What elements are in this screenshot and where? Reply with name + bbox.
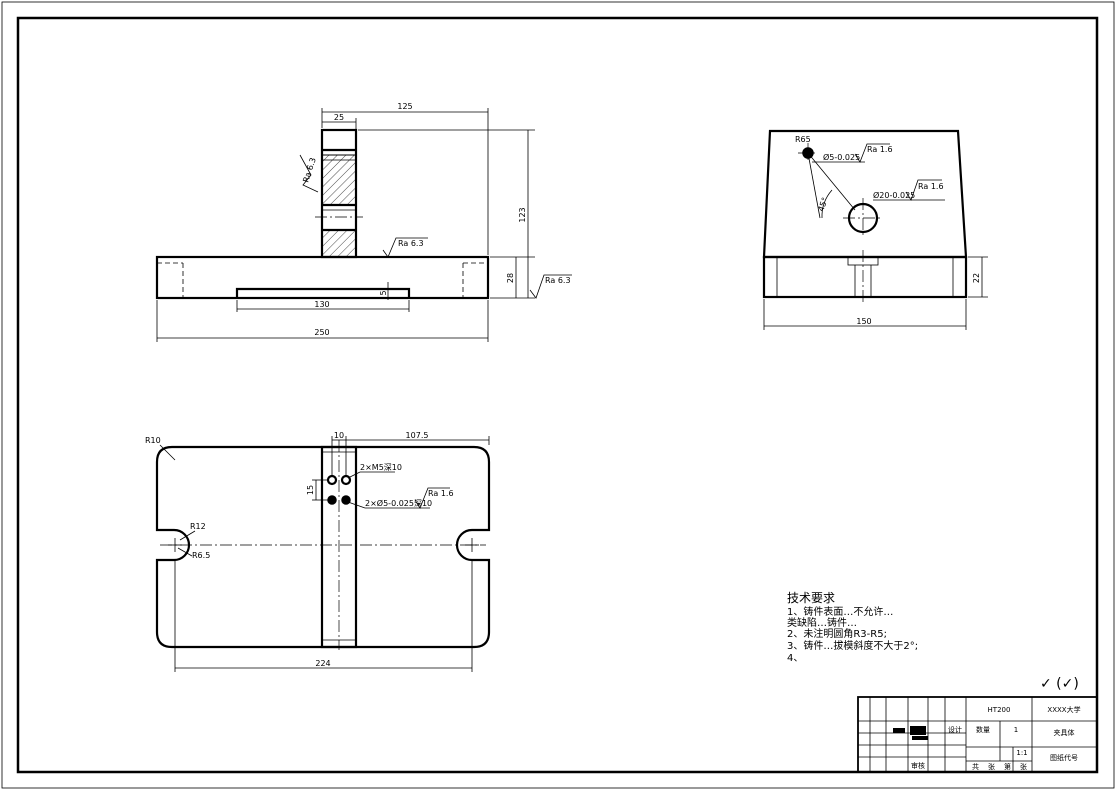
dim-10: 10	[334, 431, 344, 440]
title-block: HT200 XXXX大学 数量 1 夹具体 1:1 图纸代号 设计 审核 共 张…	[857, 696, 1098, 773]
roughness-base-symbol	[382, 237, 428, 258]
tb-part-name: 夹具体	[1054, 728, 1075, 737]
pin-hole-2	[341, 495, 351, 505]
ra-base-label: Ra 6.3	[398, 239, 424, 248]
large-bore-label: Ø20-0.025	[873, 190, 915, 200]
top-view: R10 10 107.5 2×M5深10 15 2×Ø5-0.025深10 Ra…	[145, 431, 491, 672]
dim-107-5: 107.5	[406, 431, 429, 440]
roughness-left-symbol	[299, 154, 319, 193]
section-hatch-upper	[321, 154, 357, 206]
tech-req-line1a: 1、铸件表面…不允许…	[787, 605, 893, 618]
top-plate-outline	[155, 445, 491, 649]
dim-15: 15	[306, 485, 315, 495]
tb-footer-c: 第	[1004, 762, 1011, 771]
tech-req-line2: 2、未注明圆角R3-R5;	[787, 627, 887, 640]
dim-25: 25	[334, 113, 344, 122]
tech-req-line1b: 类缺陷…铸件…	[787, 616, 857, 629]
r65-label: R65	[795, 135, 811, 144]
inner-frame	[16, 16, 1099, 774]
r6-5-label: R6.5	[192, 551, 210, 560]
tb-footer-d: 张	[1020, 762, 1027, 771]
tb-material: HT200	[988, 706, 1011, 714]
tb-qty-value: 1	[1014, 726, 1018, 734]
pin-callout: 2×Ø5-0.025深10	[365, 498, 432, 508]
technical-requirements: 技术要求 1、铸件表面…不允许… 类缺陷…铸件… 2、未注明圆角R3-R5; 3…	[787, 591, 918, 664]
dim-125: 125	[397, 102, 412, 111]
tb-scale: 1:1	[1016, 749, 1027, 757]
dim-130: 130	[314, 300, 329, 309]
tb-qty-label: 数量	[976, 725, 990, 734]
dim-123: 123	[518, 207, 527, 222]
r10-label: R10	[145, 436, 161, 445]
tb-footer-b: 张	[988, 762, 995, 771]
tb-school: XXXX大学	[1047, 705, 1080, 714]
large-bore-ra: Ra 1.6	[918, 182, 944, 191]
ra-right-label: Ra 6.3	[545, 276, 571, 285]
general-roughness-symbol: ✓ (✓)	[1040, 676, 1079, 692]
r12-label: R12	[190, 522, 206, 531]
pin-ra: Ra 1.6	[428, 489, 454, 498]
dim-5: 5	[379, 290, 388, 295]
m5-callout: 2×M5深10	[360, 463, 402, 472]
dim-150: 150	[856, 317, 871, 326]
dim-224: 224	[315, 659, 330, 668]
dim-250: 250	[314, 328, 329, 337]
ra-left-label: Ra 6.3	[301, 157, 317, 184]
roughness-right-symbol	[529, 274, 572, 299]
dim-28: 28	[506, 273, 515, 283]
small-hole-label: Ø5-0.025	[823, 152, 860, 162]
tb-col-b: 审核	[911, 761, 925, 770]
tb-col-a: 设计	[948, 725, 962, 734]
tech-req-line3: 3、铸件…拔模斜度不大于2°;	[787, 639, 918, 652]
front-view: 125 25 123 28 5 130 250 Ra 6.3 Ra 6.3 Ra…	[155, 102, 572, 342]
small-hole-ra: Ra 1.6	[867, 145, 893, 154]
side-base	[762, 255, 968, 299]
section-hatch-lower	[321, 229, 357, 258]
tb-drawing-no: 图纸代号	[1050, 753, 1078, 762]
side-view: 45° R65 Ø5-0.025 Ra 1.6 Ø20-0.025 Ra 1.6…	[762, 129, 988, 330]
tech-req-title: 技术要求	[787, 591, 835, 605]
front-base-plate	[155, 255, 490, 300]
pin-hole-1	[327, 495, 337, 505]
angle-label: 45°	[816, 196, 829, 212]
tb-footer-a: 共	[972, 762, 979, 771]
m5-hole-1	[326, 474, 338, 486]
dim-22: 22	[972, 273, 981, 283]
tech-req-line4: 4、	[787, 653, 803, 664]
front-bottom-slot	[235, 287, 411, 298]
